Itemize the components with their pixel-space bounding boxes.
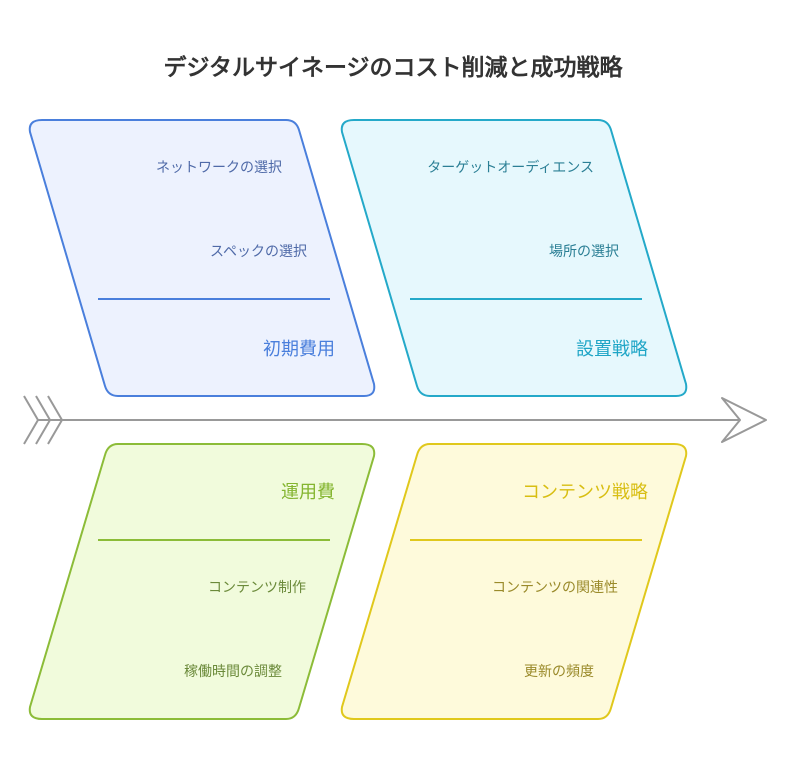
category-initial-cost-box xyxy=(28,119,376,397)
category-operating-cost-box xyxy=(28,443,376,720)
diagram-title: デジタルサイネージのコスト削減と成功戦略 xyxy=(163,54,623,81)
cause-network-selection: ネットワークの選択 xyxy=(156,160,282,176)
spine-arrow-head xyxy=(721,397,767,443)
cause-location-selection: 場所の選択 xyxy=(549,244,619,260)
spine-tail-chevron-1 xyxy=(23,395,40,445)
cause-spec-selection: スペックの選択 xyxy=(210,244,307,260)
category-initial-cost-label: 初期費用 xyxy=(263,339,335,360)
category-operating-cost: 運用費 コンテンツ制作 稼働時間の調整 xyxy=(28,443,376,720)
cause-content-relevance: コンテンツの関連性 xyxy=(492,580,618,596)
cause-operating-hours: 稼働時間の調整 xyxy=(184,664,282,680)
category-content-strategy: コンテンツ戦略 コンテンツの関連性 更新の頻度 xyxy=(340,443,688,720)
category-operating-cost-label: 運用費 xyxy=(281,482,335,503)
cause-content-production: コンテンツ制作 xyxy=(208,580,306,596)
category-placement-strategy: ターゲットオーディエンス 場所の選択 設置戦略 xyxy=(340,119,688,397)
category-content-strategy-label: コンテンツ戦略 xyxy=(522,482,648,503)
category-initial-cost: ネットワークの選択 スペックの選択 初期費用 xyxy=(28,119,376,397)
fishbone-spine xyxy=(23,395,767,445)
category-placement-strategy-box xyxy=(340,119,688,397)
cause-target-audience: ターゲットオーディエンス xyxy=(427,159,594,176)
category-placement-strategy-label: 設置戦略 xyxy=(576,339,648,360)
category-content-strategy-box xyxy=(340,443,688,720)
cause-update-frequency: 更新の頻度 xyxy=(524,664,594,680)
